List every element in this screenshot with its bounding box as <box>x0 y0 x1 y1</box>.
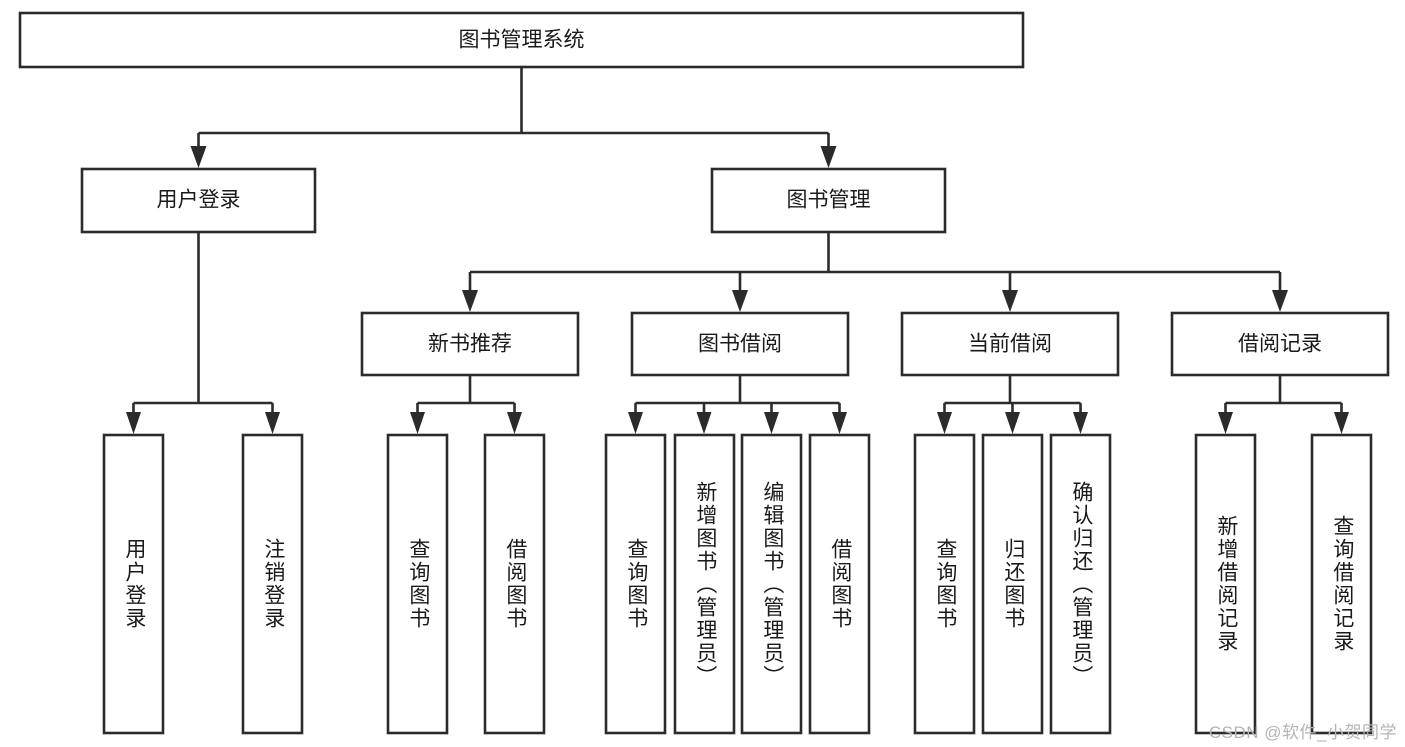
node-leaf-borrow-book-box[interactable] <box>808 433 871 735</box>
node-leaf-add-book-admin-box[interactable] <box>673 433 736 735</box>
node-book-borrow-box[interactable] <box>630 311 850 377</box>
node-leaf-user-login-box[interactable] <box>102 433 165 735</box>
node-leaf-query-borrow-record-box[interactable] <box>1310 433 1373 735</box>
arrow-head-icon <box>1218 412 1233 434</box>
node-user-login-box[interactable] <box>80 167 317 234</box>
connector-newbook-to-leaves <box>410 375 522 434</box>
node-leaf-logout-login-box[interactable] <box>241 433 304 735</box>
arrow-head-icon <box>462 290 478 312</box>
arrow-head-icon <box>820 146 837 168</box>
node-user-login[interactable]: 用户登录 <box>80 167 317 234</box>
node-leaf-borrow-book-rec-box[interactable] <box>483 433 546 735</box>
node-new-book-recommend-label: 新书推荐 <box>428 333 512 356</box>
node-leaf-query-book-current-box[interactable] <box>913 433 976 735</box>
node-borrow-record-label: 借阅记录 <box>1238 333 1322 356</box>
node-current-borrow-label: 当前借阅 <box>968 333 1052 356</box>
arrow-head-icon <box>1073 412 1088 434</box>
node-book-borrow-label: 图书借阅 <box>698 333 782 356</box>
arrow-head-icon <box>190 146 207 168</box>
arrow-head-icon <box>1272 290 1288 312</box>
node-book-manage-box[interactable] <box>710 167 947 234</box>
arrow-head-icon <box>937 412 952 434</box>
connector-bookmanage-to-level3 <box>462 232 1288 312</box>
arrow-head-icon <box>764 412 779 434</box>
arrow-head-icon <box>507 412 522 434</box>
node-book-manage-label: 图书管理 <box>787 189 871 212</box>
csdn-watermark: CSDN @软件_小贺同学 <box>1208 723 1397 742</box>
node-user-login-label: 用户登录 <box>157 189 241 212</box>
node-book-manage[interactable]: 图书管理 <box>710 167 947 234</box>
node-leaf-return-book-box[interactable] <box>981 433 1044 735</box>
arrow-head-icon <box>732 290 748 312</box>
arrow-head-icon <box>126 412 141 434</box>
node-root-label: 图书管理系统 <box>459 29 585 52</box>
arrow-head-icon <box>265 412 280 434</box>
connector-userlogin-to-leaves <box>126 232 280 434</box>
connector-root-to-level2 <box>190 67 837 168</box>
node-leaf-add-borrow-record-box[interactable] <box>1194 433 1257 735</box>
node-new-book-recommend[interactable]: 新书推荐 <box>360 311 580 377</box>
node-leaf-query-book-rec-box[interactable] <box>386 433 449 735</box>
arrow-head-icon <box>628 412 643 434</box>
node-root-box[interactable] <box>18 11 1025 69</box>
node-leaf-edit-book-admin-box[interactable] <box>740 433 803 735</box>
connector-bookborrow-to-leaves <box>628 375 847 434</box>
node-leaf-confirm-return-admin-box[interactable] <box>1049 433 1112 735</box>
node-current-borrow[interactable]: 当前借阅 <box>900 311 1120 377</box>
node-current-borrow-box[interactable] <box>900 311 1120 377</box>
arrow-head-icon <box>1002 290 1018 312</box>
connector-borrowrecord-to-leaves <box>1218 375 1349 434</box>
node-new-book-recommend-box[interactable] <box>360 311 580 377</box>
connector-currentborrow-to-leaves <box>937 375 1088 434</box>
arrow-head-icon <box>1334 412 1349 434</box>
node-root[interactable]: 图书管理系统 <box>18 11 1025 69</box>
node-borrow-record-box[interactable] <box>1170 311 1390 377</box>
node-borrow-record[interactable]: 借阅记录 <box>1170 311 1390 377</box>
arrow-head-icon <box>1005 412 1020 434</box>
arrow-head-icon <box>696 412 712 434</box>
leaf-boxes <box>102 433 1373 735</box>
arrow-head-icon <box>832 412 847 434</box>
node-leaf-query-book-borrow-box[interactable] <box>604 433 667 735</box>
arrow-head-icon <box>410 412 425 434</box>
node-book-borrow[interactable]: 图书借阅 <box>630 311 850 377</box>
